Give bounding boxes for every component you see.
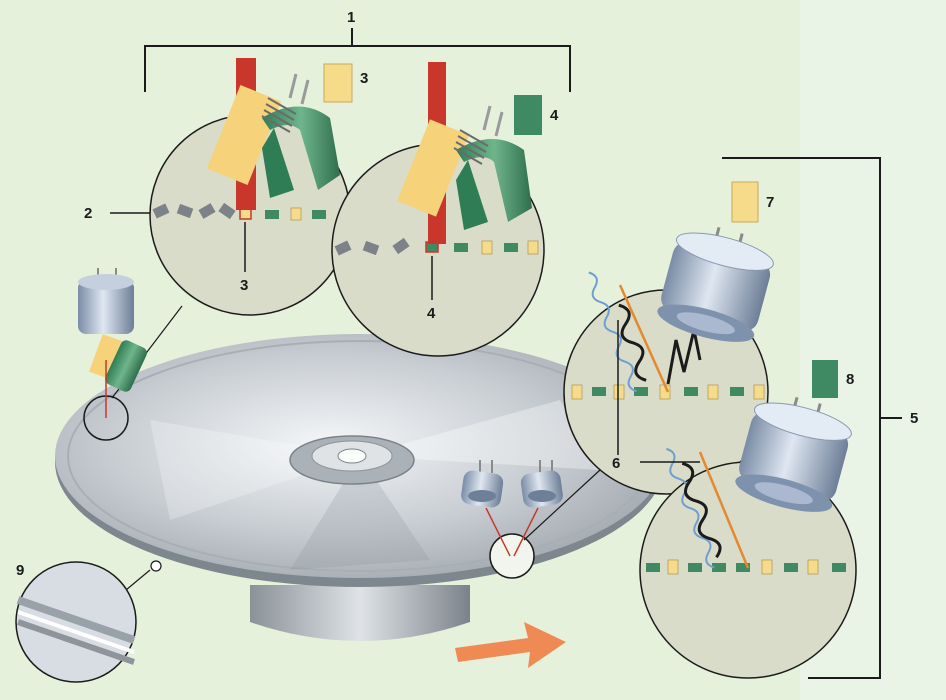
label-6-a: 6: [612, 455, 620, 472]
legend-swatch-4: [514, 95, 542, 135]
label-4-top: 4: [550, 107, 559, 124]
zoom-circle-overwrite: [331, 62, 545, 357]
legend-swatch-7: [731, 181, 759, 223]
zoom-circle-read-a: [563, 226, 774, 495]
playback-pickups: [461, 460, 563, 557]
bracket-5: [722, 157, 902, 679]
rotation-arrow-icon: [455, 622, 566, 668]
laser-unit-icon: [78, 280, 134, 334]
legend-swatch-3: [323, 63, 353, 103]
label-3-top: 3: [360, 70, 368, 87]
playback-head-a-icon: [657, 226, 774, 342]
zoom-spot-right: [489, 533, 535, 579]
playback-head-b-icon: [735, 396, 852, 512]
label-7: 7: [766, 194, 774, 211]
label-9: 9: [16, 562, 24, 579]
zoom-circle-write: [110, 58, 351, 316]
gray-pits: [152, 202, 236, 220]
magnetic-head-icon: [105, 340, 147, 392]
label-3-bottom: 3: [240, 277, 248, 294]
label-5: 5: [910, 410, 918, 427]
spindle-motor: [250, 585, 470, 641]
bracket-1: [144, 28, 571, 92]
label-2: 2: [84, 205, 92, 222]
zoom-spot-edge: [150, 560, 162, 572]
label-4-bottom: 4: [427, 305, 436, 322]
magnetic-head-a-icon: [262, 106, 340, 190]
magnetic-head-b-icon: [456, 139, 532, 222]
disc-assembly: [55, 334, 665, 641]
zoom-circle-edge: [15, 561, 137, 683]
legend-swatch-8: [812, 360, 838, 398]
label-1: 1: [347, 9, 355, 26]
label-8: 8: [846, 371, 854, 388]
recording-head-assembly: [78, 268, 147, 418]
zoom-circle-read-b: [639, 396, 857, 679]
